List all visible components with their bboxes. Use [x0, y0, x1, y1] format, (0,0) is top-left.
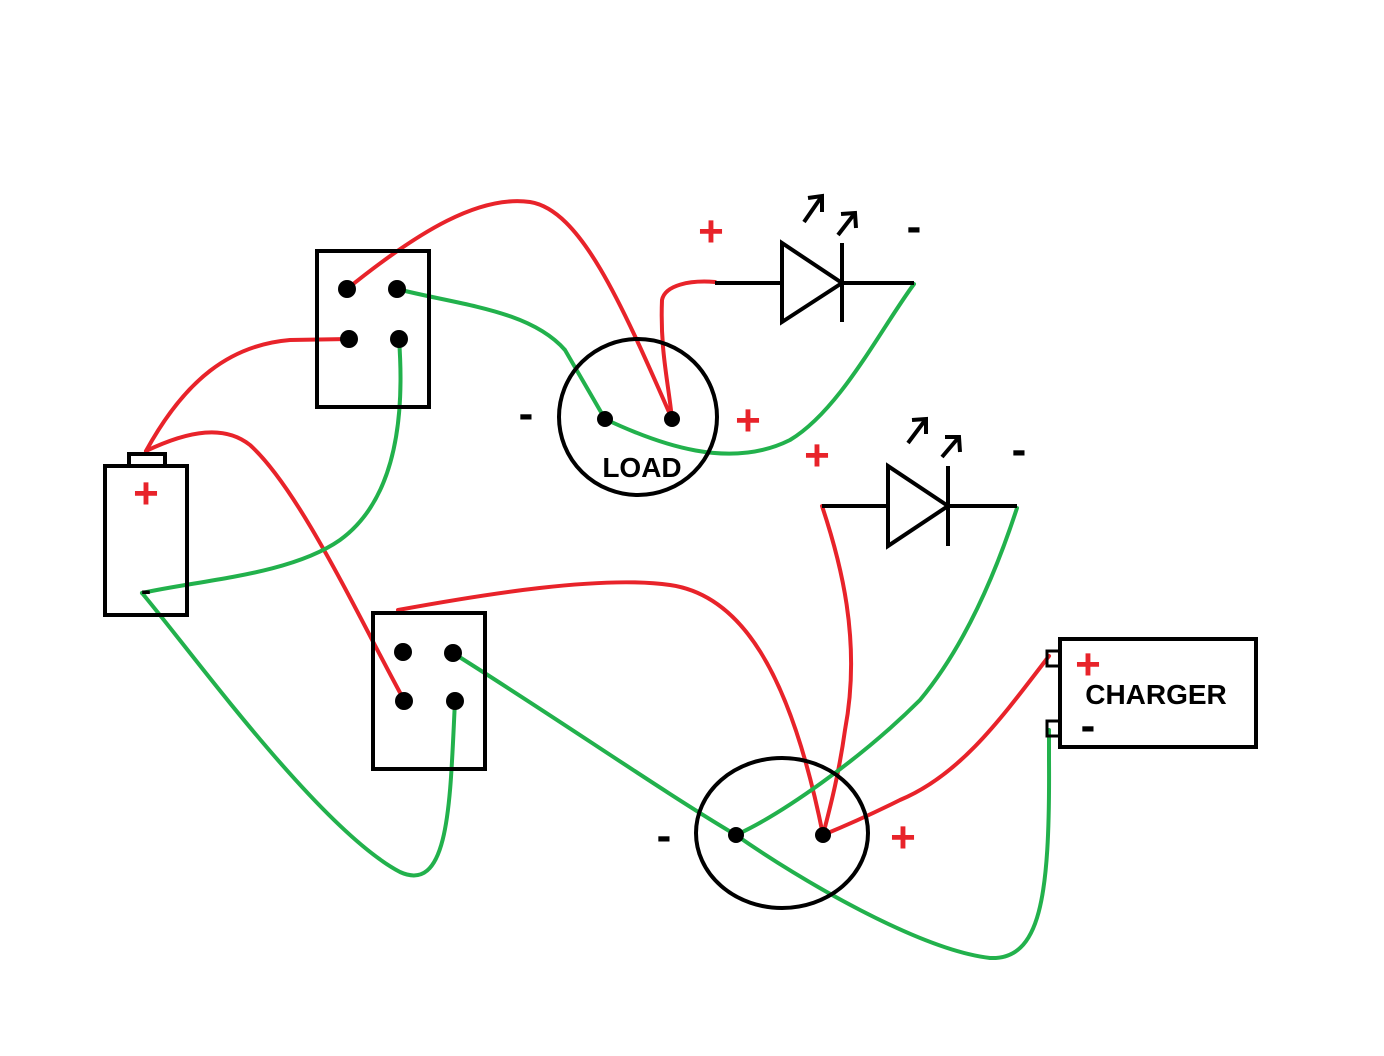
load: LOAD - + — [519, 337, 761, 497]
switch-top-terminal-4 — [390, 330, 408, 348]
charge-port-positive-sign: + — [890, 813, 916, 862]
wire-load-pos-to-led-top-pos — [659, 279, 717, 421]
charge-port: - + — [657, 756, 916, 910]
led-top-negative-sign: - — [907, 202, 922, 251]
led-bottom: + - — [804, 416, 1027, 550]
negative-wires — [140, 282, 1052, 961]
led-bottom-triangle — [886, 462, 952, 550]
charger-positive-terminal — [1045, 649, 1062, 668]
switch-bottom-terminal-2 — [444, 644, 462, 662]
led-bottom-positive-sign: + — [804, 431, 830, 480]
wire-charger-pos-to-port-pos — [821, 654, 1051, 837]
switch-bottom — [371, 611, 487, 771]
load-negative-terminal — [597, 411, 613, 427]
positive-wires — [144, 199, 1051, 837]
charger: CHARGER + - — [1045, 637, 1258, 750]
charger-label: CHARGER — [1085, 679, 1227, 710]
load-label: LOAD — [602, 452, 681, 483]
switch-bottom-terminal-1 — [394, 643, 412, 661]
battery-negative-sign: - — [141, 574, 151, 607]
led-bottom-negative-sign: - — [1012, 425, 1027, 474]
charge-port-positive-terminal — [815, 827, 831, 843]
switch-top-terminal-2 — [388, 280, 406, 298]
led-bottom-light-arrows-icon — [906, 416, 962, 459]
charger-body — [1058, 637, 1258, 749]
load-negative-sign: - — [519, 389, 534, 438]
switch-bottom-terminal-3 — [395, 692, 413, 710]
battery-cap — [127, 452, 167, 468]
wire-led-bottom-pos-to-port-pos — [820, 504, 854, 837]
wire-switch-top-to-load-pos — [345, 199, 674, 421]
charger-positive-sign: + — [1075, 640, 1101, 689]
charger-negative-sign: - — [1081, 701, 1096, 750]
wire-led-bottom-neg-to-port-neg — [734, 506, 1019, 837]
wire-battery-neg-to-switch-bottom — [140, 591, 457, 878]
charger-negative-terminal — [1045, 719, 1062, 738]
charge-port-negative-sign: - — [657, 811, 672, 860]
wire-switch-top-to-battery-neg — [140, 337, 403, 595]
switch-top-terminal-3 — [340, 330, 358, 348]
battery-positive-sign: + — [133, 469, 159, 518]
switch-bottom-terminal-4 — [446, 692, 464, 710]
switch-bottom-body — [371, 611, 487, 771]
wire-switch-bottom-to-port-pos — [396, 580, 825, 837]
switch-top — [315, 249, 431, 409]
led-top-light-arrows-icon — [802, 193, 858, 237]
load-positive-terminal — [664, 411, 680, 427]
switch-top-body — [315, 249, 431, 409]
led-top-triangle — [780, 239, 846, 326]
charge-port-negative-terminal — [728, 827, 744, 843]
wire-switch-top-to-load-neg — [395, 287, 607, 421]
led-top: + - — [698, 193, 922, 326]
wire-load-neg-to-led-top-neg — [603, 282, 916, 456]
charge-port-body — [694, 756, 870, 910]
wire-battery-pos-to-switch-bottom — [144, 430, 406, 702]
load-body — [557, 337, 719, 497]
battery: + - — [103, 452, 189, 617]
wire-port-neg-to-charger-neg — [734, 728, 1052, 961]
wire-switch-bottom-to-port-neg — [451, 651, 738, 837]
led-top-positive-sign: + — [698, 207, 724, 256]
load-positive-sign: + — [735, 396, 761, 445]
wire-battery-pos-to-switch-top — [144, 337, 351, 453]
switch-top-terminal-1 — [338, 280, 356, 298]
